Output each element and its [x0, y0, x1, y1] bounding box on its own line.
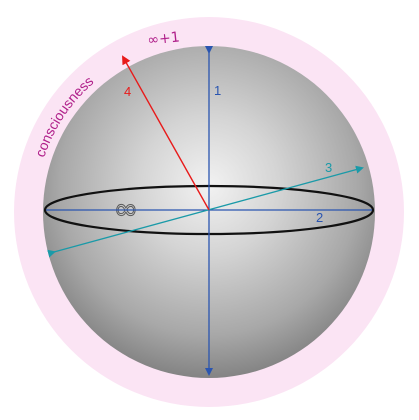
axis-3-line	[47, 165, 364, 258]
infinity-plus-one-label: ∞+1	[147, 29, 181, 48]
axis-4-label: 4	[124, 84, 131, 99]
axis-2-label: 2	[316, 210, 323, 225]
axis-1-label: 1	[214, 83, 221, 98]
axis-3-label: 3	[325, 160, 332, 175]
axis-4-arrow	[122, 55, 210, 211]
